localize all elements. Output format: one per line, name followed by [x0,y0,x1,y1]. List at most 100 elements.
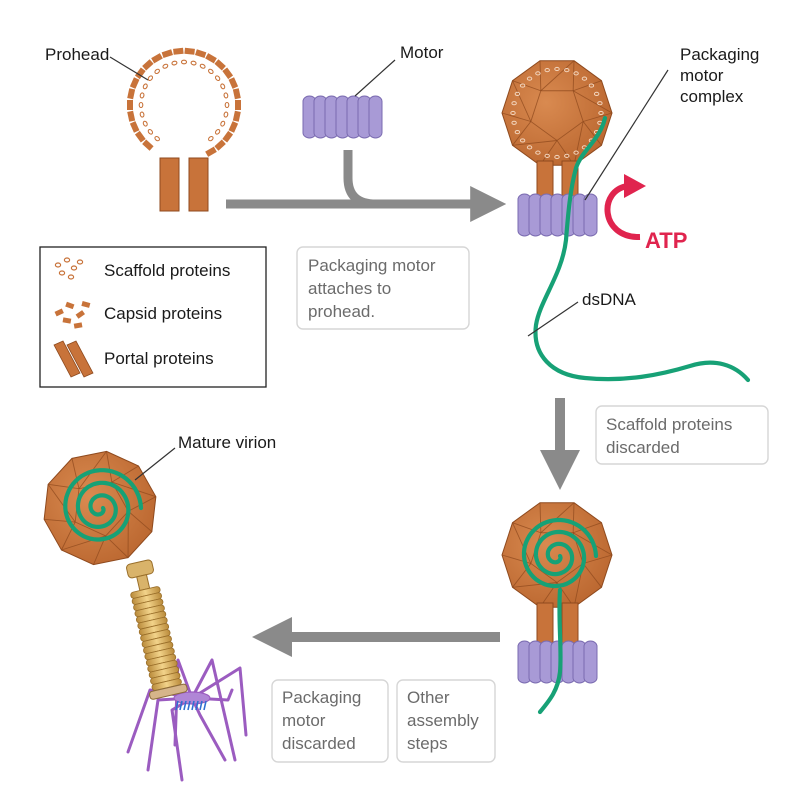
svg-text:motor: motor [282,711,326,730]
motor-label: Motor [400,43,444,62]
scaffold-protein [138,101,144,109]
scaffold-protein [223,92,229,99]
dsdna-strand [533,115,751,383]
capsid-protein [214,139,226,151]
capsid-protein [127,88,136,100]
scaffold-protein [224,101,230,109]
capsid-protein [205,53,217,64]
mature-dna-spiral [63,468,144,542]
scaffold-protein [142,83,148,90]
capsid-protein [205,146,217,157]
scaffold-protein [220,120,226,127]
step-assembly-line3: steps [407,734,448,753]
portal-protein-left [159,157,180,212]
motor-subunit [583,640,598,684]
tail-fibers [126,658,248,782]
capsid-protein [151,53,163,64]
capsid-protein [235,100,241,110]
step-motor-line3: discarded [282,734,356,753]
step-attach-box: Packaging motor attaches to prohead. [296,246,470,330]
filled-head-figure [501,502,613,715]
legend-capsid-label: Capsid proteins [104,304,222,323]
scaffold-protein [139,92,145,99]
scaffold-protein [214,129,221,135]
step-attach-line1: Packaging motor [308,256,436,275]
motor-subunit [368,95,383,139]
capsid-protein [134,130,146,143]
prohead-leader [109,56,149,81]
svg-text:Packaging: Packaging [282,688,361,707]
capsid-protein [129,121,140,133]
capsid-protein [142,59,154,71]
scaffold-protein [147,129,154,135]
complex-leader [584,69,669,201]
capsid-protein [195,49,207,59]
motor-subunit [583,193,598,237]
capsid-protein [134,67,146,80]
atp-arrow [604,183,641,241]
step-assembly-box: Other assembly steps [396,679,496,763]
capsid-protein [161,49,173,59]
prohead-label: Prohead [45,45,109,64]
svg-text:discarded: discarded [282,734,356,753]
scaffold-protein [142,120,148,127]
svg-text:assembly: assembly [407,711,479,730]
packaged-dna-spiral [521,517,599,589]
capsid-protein [222,130,234,143]
capsid-protein [129,77,140,89]
motor-figure [302,95,383,139]
scaffold-protein [139,111,145,118]
step-attach-line2: attaches to [308,279,391,298]
scaffold-protein [171,60,178,66]
mature-label: Mature virion [178,433,276,452]
scaffold-proteins-icon [54,257,84,280]
capsid-protein [127,100,133,110]
prohead-figure [127,47,241,212]
attach-arrow [226,150,507,222]
svg-text:prohead.: prohead. [308,302,375,321]
capsid-protein [142,139,154,151]
step-assembly-line1: Other [407,688,450,707]
step-scaffold-box: Scaffold proteins discarded [595,405,769,465]
capsid-protein [214,59,226,71]
svg-text:steps: steps [407,734,448,753]
portal-proteins-icon [53,340,94,378]
atp-arrow-head [624,174,646,198]
capsid-facets [501,60,613,166]
capsid-protein [184,47,195,55]
step-assembly-line2: assembly [407,711,479,730]
packaging-motor-ring [517,193,598,237]
scaffold-protein [147,75,154,81]
legend-scaffold-label: Scaffold proteins [104,261,230,280]
svg-text:discarded: discarded [606,438,680,457]
scaffold-protein [154,135,160,142]
step-scaffold-line1: Scaffold proteins [606,415,732,434]
legend: Scaffold proteins Capsid proteins Portal… [39,246,267,388]
scaffold-protein [180,59,188,65]
scaffold-protein-ring [138,59,230,142]
capsid-protein [127,110,136,122]
legend-portal-label: Portal proteins [104,349,214,368]
scaffold-protein [190,60,197,66]
packaging-motor-ring-mid [517,640,598,684]
step-attach-line3: prohead. [308,302,375,321]
capsid-proteins-icon [54,301,91,329]
capsid-protein [228,121,239,133]
scaffold-protein [162,63,169,69]
step-motor-line2: motor [282,711,326,730]
scaffold-proteins-inside [510,66,604,160]
scaffold-protein [223,111,229,118]
capsid-protein [228,77,239,89]
step-motor-discarded-box: Packaging motor discarded [271,679,389,763]
scaffold-protein [214,75,221,81]
svg-text:Other: Other [407,688,450,707]
tail-sheath [126,559,188,700]
scaffold-protein [199,63,206,69]
svg-text:Packaging motor: Packaging motor [308,256,436,275]
mature-virion-figure [43,450,248,782]
capsid-protein [173,47,184,55]
mature-leader [134,447,176,481]
dna-tail-end [537,587,563,715]
portal-protein-right [188,157,209,212]
